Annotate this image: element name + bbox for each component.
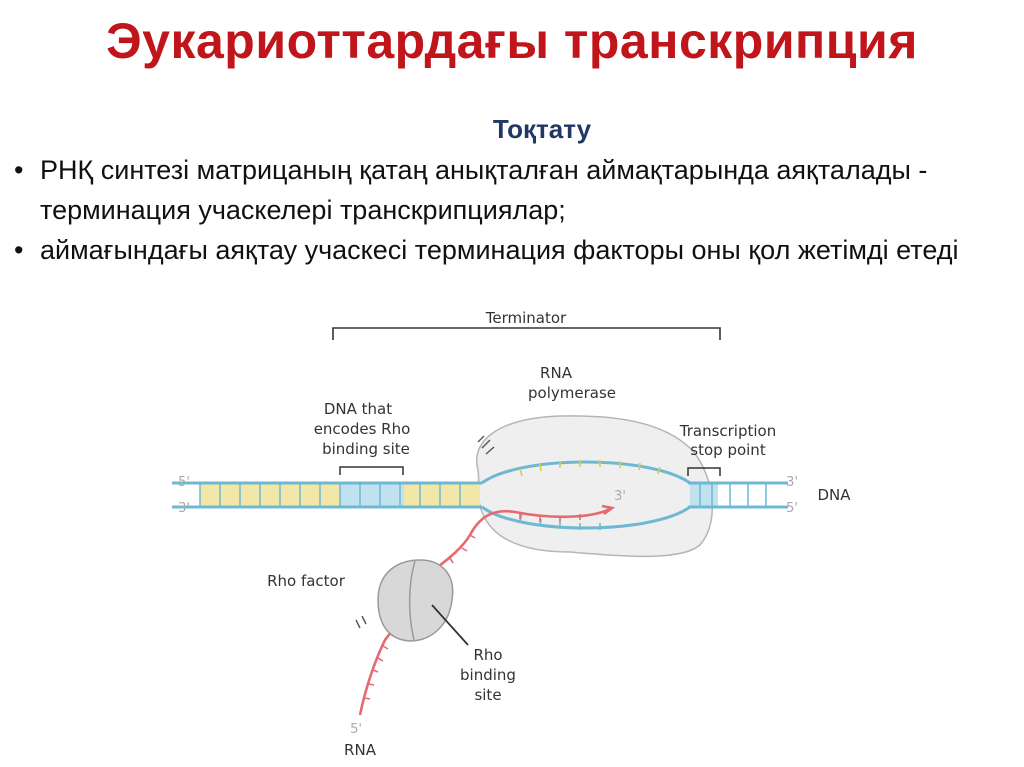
rna-three-prime-end: 3' bbox=[614, 489, 626, 504]
bullet-item: • аймағындағы аяқтау учаскесі терминация… bbox=[14, 230, 1014, 270]
bullet-symbol: • bbox=[14, 235, 24, 265]
dna-rho-site-label-1: DNA that bbox=[324, 400, 392, 418]
dna-right-double-strand bbox=[688, 481, 788, 509]
stop-point-label-2: stop point bbox=[690, 441, 766, 459]
dna-three-prime-right: 3' bbox=[786, 475, 798, 490]
stop-point-label-1: Transcription bbox=[679, 422, 776, 440]
rho-factor-complex bbox=[355, 559, 469, 646]
rna-polymerase-label-1: RNA bbox=[540, 364, 573, 382]
rho-binding-site-label-3: site bbox=[474, 686, 501, 704]
rho-binding-site-label-2: binding bbox=[460, 666, 516, 684]
rna-polymerase-blob bbox=[476, 415, 714, 558]
rho-factor-label: Rho factor bbox=[267, 572, 346, 590]
stop-point-bracket bbox=[687, 467, 721, 476]
dna-five-prime-left: 5' bbox=[178, 475, 190, 490]
bullet-symbol: • bbox=[14, 155, 24, 185]
dna-rho-site-label-2: encodes Rho bbox=[314, 420, 411, 438]
rho-binding-site-label-1: Rho bbox=[473, 646, 502, 664]
bullet-text: РНҚ синтезі матрицаның қатаң анықталған … bbox=[40, 155, 928, 225]
bullet-text: аймағындағы аяқтау учаскесі терминация ф… bbox=[40, 235, 959, 265]
dna-rho-site-bracket bbox=[339, 466, 404, 475]
dna-three-prime-left: 3' bbox=[178, 501, 190, 516]
rna-label: RNA bbox=[344, 741, 377, 759]
dna-label: DNA bbox=[817, 486, 851, 504]
terminator-label: Terminator bbox=[485, 309, 567, 327]
slide-title: Эукариоттардағы транскрипция bbox=[106, 13, 918, 69]
rna-five-prime-end: 5' bbox=[350, 722, 362, 737]
polymerase-motion-marks bbox=[477, 435, 495, 455]
dna-rho-site-label-3: binding site bbox=[322, 440, 410, 458]
terminator-bracket: Terminator bbox=[332, 309, 721, 340]
bullet-item: • РНҚ синтезі матрицаның қатаң анықталға… bbox=[14, 150, 1014, 230]
slide-subtitle: Тоқтату bbox=[492, 114, 592, 144]
bullet-list: • РНҚ синтезі матрицаның қатаң анықталға… bbox=[14, 150, 1014, 270]
dna-left-double-strand bbox=[172, 481, 718, 509]
dna-five-prime-right: 5' bbox=[786, 501, 798, 516]
rna-polymerase-label-2: polymerase bbox=[528, 384, 616, 402]
